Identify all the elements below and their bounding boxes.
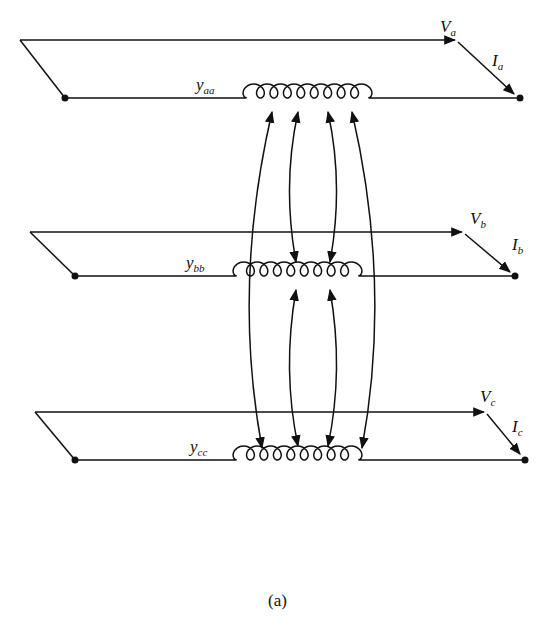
line-end (35, 412, 75, 460)
current-arrow (465, 234, 510, 272)
symbol: I (512, 235, 518, 254)
terminal-dot (72, 457, 79, 464)
subscript: b (518, 244, 524, 256)
mutual-coupling-arrow (289, 112, 298, 262)
quantity-label: Vc (480, 388, 495, 405)
voltage-arrow (35, 411, 484, 413)
terminal-dot (512, 273, 519, 280)
mutual-coupling-arrow (352, 112, 375, 448)
quantity-label: yaa (196, 76, 215, 93)
current-arrow (487, 414, 520, 454)
subscript: c (518, 426, 523, 438)
terminal-dot (72, 273, 79, 280)
terminal-dot (62, 95, 69, 102)
quantity-label: Vb (470, 210, 486, 227)
mutual-coupling-arrow (249, 112, 272, 448)
subfigure-label: (a) (268, 592, 287, 609)
subscript: a (498, 60, 504, 72)
symbol: y (190, 437, 198, 456)
mutual-coupling-arrow (328, 290, 337, 446)
symbol: V (480, 387, 490, 406)
symbol: y (186, 253, 194, 272)
quantity-label: Ia (492, 52, 503, 69)
symbol: I (492, 51, 498, 70)
quantity-label: ybb (186, 254, 205, 271)
wire (75, 275, 230, 277)
mutual-coupling-arrow (328, 112, 337, 262)
wire (75, 459, 230, 461)
coil-winding (240, 84, 375, 98)
line-end (20, 40, 65, 98)
line-end (30, 232, 75, 276)
mutual-coupling-arrow (289, 290, 298, 446)
coil-winding (230, 262, 365, 276)
voltage-arrow (20, 39, 455, 41)
symbol: I (512, 417, 518, 436)
coil-winding (230, 446, 365, 460)
current-arrow (458, 42, 514, 94)
wire (365, 459, 525, 461)
wire (375, 97, 520, 99)
symbol: V (440, 17, 450, 36)
quantity-label: Va (440, 18, 456, 35)
subscript: bb (194, 262, 205, 274)
wire (65, 97, 240, 99)
symbol: y (196, 75, 204, 94)
subscript: cc (198, 446, 208, 458)
subscript: aa (204, 84, 215, 96)
wire (365, 275, 515, 277)
voltage-arrow (30, 231, 462, 233)
quantity-label: Ic (512, 418, 523, 435)
subscript: a (450, 26, 456, 38)
quantity-label: Ib (512, 236, 523, 253)
terminal-dot (522, 457, 529, 464)
subscript: b (480, 218, 486, 230)
quantity-label: ycc (190, 438, 207, 455)
subscript: c (490, 396, 495, 408)
terminal-dot (517, 95, 524, 102)
symbol: V (470, 209, 480, 228)
